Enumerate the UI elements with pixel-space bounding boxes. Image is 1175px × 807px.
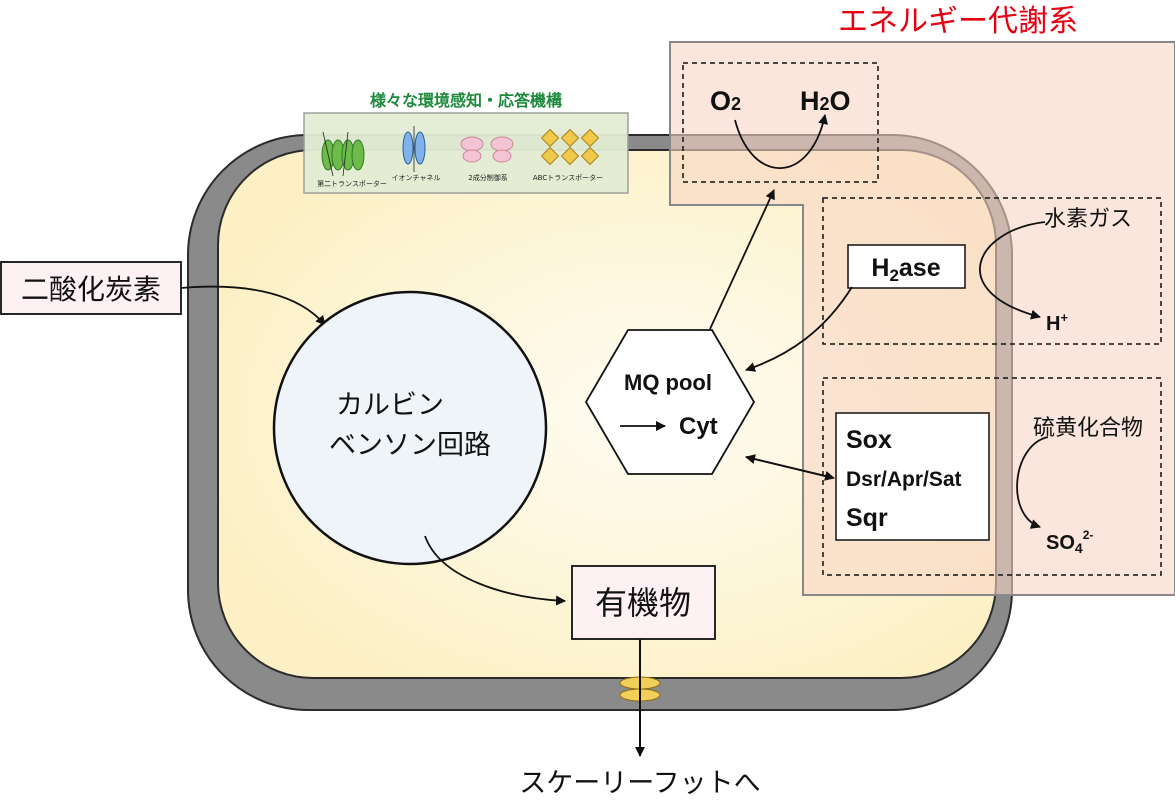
sensing-item-ion-channel: イオンチャネル: [392, 174, 441, 182]
o2-label: O2: [710, 86, 741, 116]
sensing-item-two-component: 2成分制御系: [468, 173, 507, 182]
sulfate-label: SO42-: [1046, 528, 1093, 556]
scaly-foot-label: スケーリーフットへ: [519, 768, 760, 799]
sensing-item-secondary-transporter: 第二トランスポーター: [317, 179, 387, 188]
calvin-to-organics-arrow: [424, 535, 566, 606]
ion-channel-icon: [402, 126, 426, 172]
calvin-cycle-circle: [272, 290, 548, 566]
sox-label: Sox: [846, 426, 892, 454]
organics-box: [571, 565, 716, 640]
hydrogenase-to-mq-arrow: [745, 286, 853, 372]
hydrogenase-label: H2ase: [871, 254, 940, 285]
h2o-label: H2O: [800, 86, 851, 116]
sulfur-box: [822, 377, 1162, 576]
cyt-label: Cyt: [679, 413, 718, 440]
hydrogen-gas-label: 水素ガス: [1044, 207, 1132, 232]
sensing-item-abc-transporter: ABCトランスポーター: [533, 173, 603, 182]
sensing-title: 様々な環境感知・応答機構: [370, 91, 562, 110]
hydrogen-box: [822, 197, 1162, 345]
mq-pool-hexagon: [584, 329, 756, 475]
energy-system-panel: [669, 41, 1175, 596]
secondary-transporter-icon: [321, 131, 365, 177]
two-component-system-icon: [460, 136, 514, 163]
calvin-label-line1: カルビン: [336, 390, 444, 421]
organics-label: 有機物: [595, 584, 691, 622]
calvin-label-line2: ベンソン回路: [329, 430, 491, 461]
sulfide-to-sulfate-arrow: [1016, 436, 1049, 529]
h2-to-proton-arrow: [979, 221, 1046, 320]
energy-system-title: エネルギー代謝系: [838, 4, 1078, 39]
abc-transporter-icon: [540, 128, 600, 166]
co2-label: 二酸化炭素: [21, 273, 161, 306]
sulfide-label: 硫黄化合物: [1033, 416, 1143, 441]
hydrogenase-box: [847, 244, 966, 289]
co2-to-calvin-arrow: [180, 285, 326, 326]
sulfur-enzymes-box: [835, 412, 990, 541]
mq-to-oxygen-arrow: [709, 189, 775, 330]
sulfur-mq-link-back: [745, 456, 835, 481]
oxygen-respiration-box: [682, 62, 879, 183]
o2-to-h2o-arrow: [734, 114, 828, 169]
proton-label: H+: [1046, 310, 1068, 335]
mq-pool-label: MQ pool: [624, 370, 712, 395]
sqr-label: Sqr: [846, 504, 888, 532]
dsr-apr-sat-label: Dsr/Apr/Sat: [846, 468, 962, 491]
